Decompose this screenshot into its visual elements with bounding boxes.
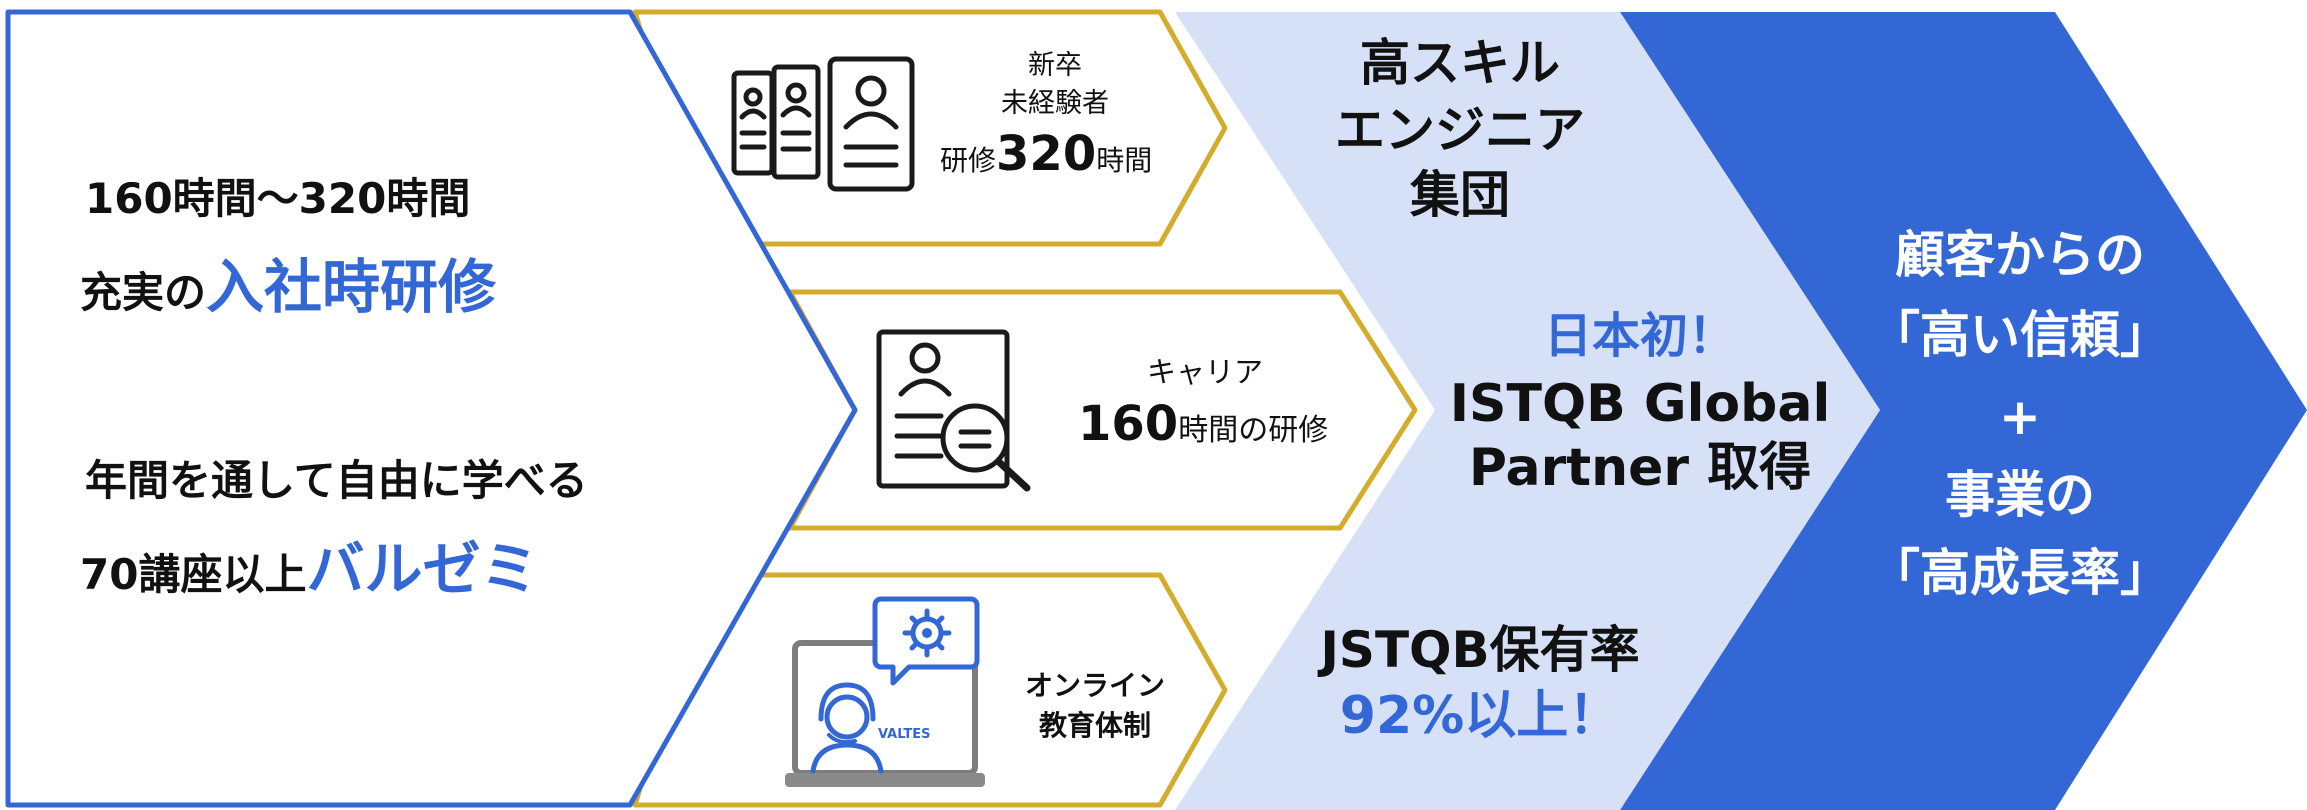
- istqb-line1: ISTQB Global: [1449, 374, 1831, 434]
- newgrad-training-prefix: 研修: [940, 144, 997, 177]
- japan-first-label: 日本初！: [1543, 308, 1736, 364]
- inexperienced-label: 未経験者: [1001, 88, 1109, 119]
- result-line4: 事業の: [1945, 466, 2095, 524]
- engineer-title-line2: エンジニア: [1335, 101, 1585, 159]
- orientation-training-prefix: 充実の: [80, 268, 207, 317]
- career-training-number: 160: [1078, 396, 1179, 452]
- laptop-support-icon: [785, 595, 995, 795]
- engineer-title-line1: 高スキル: [1360, 34, 1560, 92]
- result-chevron: [1620, 12, 2307, 810]
- orientation-training-text: 充実の入社時研修: [80, 258, 496, 316]
- education-system-label: 教育体制: [1038, 709, 1151, 742]
- engineer-chevron: [1175, 12, 1880, 810]
- result-line1: 顧客からの: [1895, 226, 2145, 284]
- training-hours-text: 160時間〜320時間: [85, 174, 471, 223]
- newgrad-training-number: 320: [996, 126, 1097, 182]
- valtes-logo: VALTES: [878, 727, 931, 742]
- result-plus: +: [1999, 388, 2041, 446]
- newgrad-label: 新卒: [1028, 50, 1082, 81]
- orientation-training-highlight: 入社時研修: [206, 253, 497, 321]
- career-label: キャリア: [1146, 355, 1263, 389]
- career-training-suffix: 時間の研修: [1178, 413, 1329, 448]
- istqb-line2: Partner 取得: [1468, 438, 1812, 498]
- online-label: オンライン: [1024, 669, 1165, 702]
- career-training-hours: 160時間の研修: [1078, 400, 1328, 448]
- engineer-title-line3: 集団: [1410, 166, 1510, 224]
- barusemi-highlight: バルゼミ: [306, 535, 539, 603]
- barusemi-text: 70講座以上バルゼミ: [80, 540, 538, 598]
- result-line5: 「高成長率」: [1870, 544, 2170, 602]
- barusemi-prefix: 70講座以上: [80, 550, 307, 599]
- jstqb-rate: 92%以上！: [1339, 686, 1621, 746]
- newgrad-training-suffix: 時間: [1096, 144, 1153, 177]
- year-round-learning-text: 年間を通して自由に学べる: [85, 456, 588, 505]
- resume-documents-icon: [730, 55, 920, 195]
- left-training-chevron: [5, 9, 858, 808]
- result-line2: 「高い信頼」: [1870, 306, 2170, 364]
- jstqb-label: JSTQB保有率: [1320, 621, 1640, 679]
- newgrad-training-hours: 研修320時間: [940, 130, 1152, 178]
- magnifier-document-icon: [875, 328, 1035, 493]
